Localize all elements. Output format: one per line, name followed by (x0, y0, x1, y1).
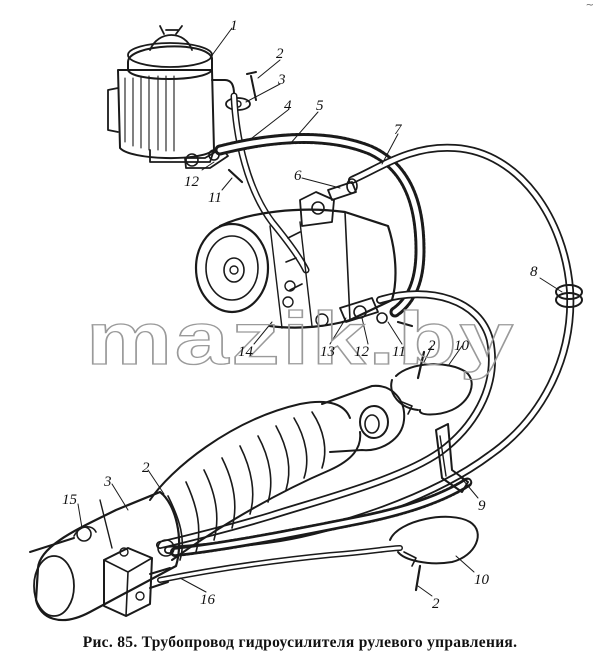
callout-16: 16 (200, 592, 216, 608)
callout-labels: 1 2 3 4 5 7 12 11 6 8 14 13 12 11 2 10 3… (62, 18, 538, 612)
callout-6: 6 (294, 168, 302, 184)
power-cylinder (29, 490, 181, 622)
callout-8: 8 (530, 264, 538, 280)
clamp-10-upper (390, 363, 473, 416)
pump-fittings-lower (339, 297, 414, 328)
fitting-6 (327, 178, 358, 201)
figure-caption: Рис. 85. Трубопровод гидроусилителя руле… (82, 634, 518, 651)
callout-5: 5 (316, 98, 324, 114)
tie-rod-end (321, 384, 406, 453)
callout-14: 14 (238, 344, 254, 360)
tank-bolt-11 (227, 168, 244, 184)
callout-15: 15 (62, 492, 78, 508)
callout-10-lower: 10 (474, 572, 490, 588)
callout-3-cylinder: 3 (103, 474, 112, 490)
callout-9: 9 (478, 498, 486, 514)
screw-2-upper (416, 350, 426, 380)
valve-block (103, 539, 175, 617)
clamp-10-lower (389, 515, 479, 567)
callout-7: 7 (394, 122, 403, 138)
corner-mark: ~ (585, 0, 594, 11)
leader-lines (77, 27, 563, 597)
bracket-9 (435, 423, 469, 493)
callout-11-lower: 11 (392, 344, 406, 360)
callout-10-upper: 10 (454, 338, 470, 354)
callout-13: 13 (320, 344, 335, 360)
steering-pump (194, 191, 397, 329)
callout-11: 11 (208, 190, 222, 206)
callout-12-lower: 12 (354, 344, 370, 360)
callout-2-upper-clamp: 2 (428, 338, 436, 354)
callout-12: 12 (184, 174, 200, 190)
hose-clamp-8 (555, 284, 583, 308)
reservoir-tank (107, 25, 235, 169)
screw-2-lower (414, 564, 422, 592)
callout-2-lower-clamp: 2 (432, 596, 440, 612)
callout-3: 3 (277, 72, 286, 88)
callout-4: 4 (284, 98, 292, 114)
callout-2: 2 (276, 46, 284, 62)
callout-2-boot: 2 (142, 460, 150, 476)
tank-bolt (225, 71, 257, 111)
callout-1: 1 (230, 18, 238, 34)
watermark-text: mazik.by (86, 297, 516, 380)
